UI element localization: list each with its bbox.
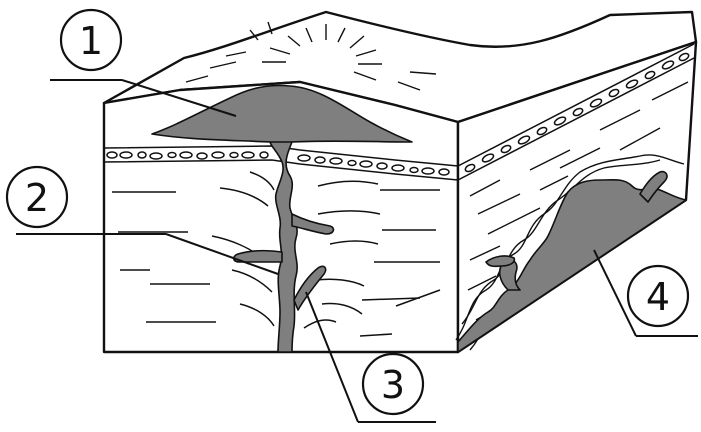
callout-label-1: 1 xyxy=(79,19,103,63)
callout-label-2: 2 xyxy=(25,176,49,220)
callout-label-3: 3 xyxy=(381,363,405,407)
callout-label-4: 4 xyxy=(646,275,670,319)
callout-4: 4 xyxy=(594,250,698,336)
